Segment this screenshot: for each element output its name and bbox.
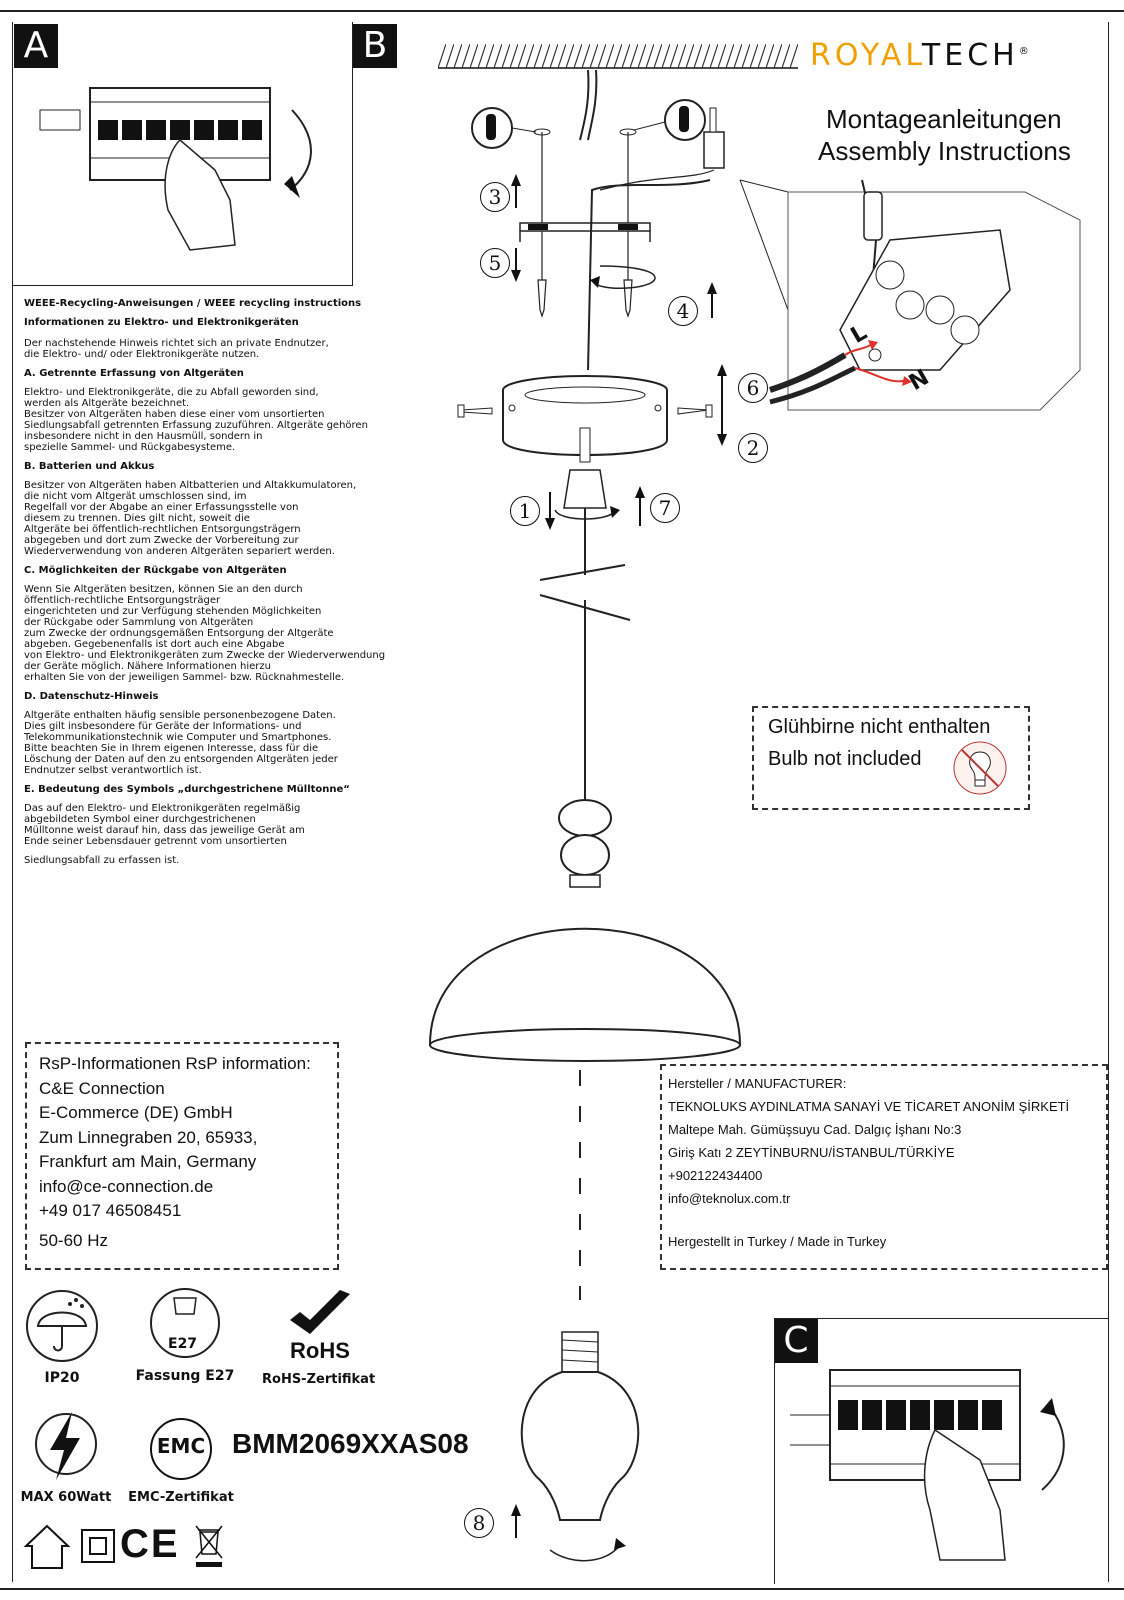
- rsp-info-box: RsP-Informationen RsP information: C&E C…: [25, 1042, 339, 1270]
- step-4: 4: [668, 296, 698, 326]
- rohs-label: RoHS-Zertifikat: [262, 1372, 376, 1387]
- weee-section-title: D. Datenschutz-Hinweis: [24, 691, 159, 702]
- manufacturer-heading: Hersteller / MANUFACTURER:: [668, 1076, 847, 1091]
- rsp-line: info@ce-connection.de: [39, 1176, 214, 1196]
- power-label: MAX 60Watt: [20, 1490, 112, 1505]
- step-2: 2: [738, 433, 768, 463]
- rsp-line: +49 017 46508451: [39, 1201, 182, 1220]
- emc-label: EMC-Zertifikat: [128, 1490, 234, 1505]
- rsp-line: Zum Linnegraben 20, 65933,: [39, 1127, 258, 1147]
- brand-logo-royal: ROYAL: [810, 38, 922, 73]
- step-7: 7: [650, 493, 680, 523]
- weee-section-title: A. Getrennte Erfassung von Altgeräten: [24, 368, 244, 379]
- no-bulb-icon: [953, 741, 1007, 795]
- wiring-detail-illustration: [739, 179, 1081, 411]
- double-insulation-icon: [81, 1529, 115, 1563]
- ce-mark: CE: [120, 1522, 180, 1566]
- rohs-mark: RoHS: [290, 1338, 350, 1363]
- step-5: 5: [480, 248, 510, 278]
- rsp-line: C&E Connection: [39, 1078, 165, 1098]
- manufacturer-box: Hersteller / MANUFACTURER: TEKNOLUKS AYD…: [660, 1064, 1108, 1270]
- weee-instructions: WEEE-Recycling-Anweisungen / WEEE recycl…: [24, 298, 444, 874]
- panel-a-bottom: [12, 285, 352, 286]
- weee-section-body: Besitzer von Altgeräten haben Altbatteri…: [24, 480, 357, 557]
- manufacturer-line: Maltepe Mah. Gümüşsuyu Cad. Dalgıç İşhan…: [668, 1122, 962, 1137]
- step-3: 3: [480, 182, 510, 212]
- e27-label: Fassung E27: [135, 1368, 235, 1384]
- weee-heading: WEEE-Recycling-Anweisungen / WEEE recycl…: [24, 298, 362, 309]
- title-en: Assembly Instructions: [818, 136, 1071, 166]
- brand-logo-registered: ®: [1018, 46, 1029, 57]
- power-bolt-icon: [35, 1412, 97, 1480]
- ceiling-hatch: [438, 44, 798, 69]
- step-6: 6: [738, 373, 768, 403]
- weee-section-body: Wenn Sie Altgeräten besitzen, können Sie…: [24, 584, 386, 683]
- weee-section-title: C. Möglichkeiten der Rückgabe von Altger…: [24, 565, 287, 576]
- manufacturer-line: info@teknolux.com.tr: [668, 1191, 791, 1206]
- ip20-label: IP20: [44, 1370, 80, 1386]
- e27-icon-text: E27: [168, 1336, 198, 1352]
- weee-section-body: Elektro- und Elektronikgeräte, die zu Ab…: [24, 387, 368, 453]
- weee-section-body: Altgeräte enthalten häufig sensible pers…: [24, 710, 338, 776]
- panel-a-right: [352, 22, 353, 286]
- right-border: [1108, 22, 1109, 1582]
- bulb-note-box: Glühbirne nicht enthalten Bulb not inclu…: [752, 706, 1030, 810]
- rsp-heading: RsP-Informationen RsP information:: [39, 1054, 311, 1073]
- step-8: 8: [464, 1508, 494, 1538]
- panel-b-label: B: [353, 24, 397, 68]
- top-rule: [0, 10, 1124, 12]
- weee-subheading: Informationen zu Elektro- und Elektronik…: [24, 317, 299, 328]
- ip20-umbrella-icon: [26, 1290, 98, 1362]
- title-de: Montageanleitungen: [826, 104, 1062, 134]
- panel-c-top: [774, 1318, 1108, 1319]
- weee-section-body: Das auf den Elektro- und Elektronikgerät…: [24, 803, 305, 847]
- pendant-assembly-diagram: [428, 69, 742, 1562]
- rsp-line: 50-60 Hz: [39, 1230, 108, 1250]
- indoor-house-icon: [23, 1524, 71, 1569]
- crossed-bin-icon: [195, 1525, 223, 1567]
- manufacturer-line: TEKNOLUKS AYDINLATMA SANAYİ VE TİCARET A…: [668, 1099, 1070, 1114]
- rohs-checkmark-icon: [290, 1290, 350, 1334]
- breaker-on-illustration: [790, 1369, 1065, 1561]
- weee-section-title: E. Bedeutung des Symbols „durchgestriche…: [24, 784, 350, 795]
- bottom-rule: [0, 1588, 1124, 1590]
- e27-socket-icon: [150, 1288, 220, 1358]
- step-1: 1: [510, 496, 540, 526]
- brand-logo-tech: TECH: [921, 38, 1019, 73]
- manufacturer-line: +902122434400: [668, 1168, 763, 1183]
- panel-a-label: A: [14, 24, 58, 68]
- weee-section-title: B. Batterien und Akkus: [24, 461, 155, 472]
- bulb-note-de: Glühbirne nicht enthalten: [768, 716, 991, 738]
- manufacturer-made-in: Hergestellt in Turkey / Made in Turkey: [668, 1234, 887, 1249]
- bulb-note-en: Bulb not included: [768, 748, 922, 770]
- weee-intro: Der nachstehende Hinweis richtet sich an…: [24, 338, 329, 360]
- rsp-line: Frankfurt am Main, Germany: [39, 1152, 257, 1171]
- model-number: BMM2069XXAS08: [232, 1428, 469, 1459]
- manufacturer-line: Giriş Katı 2 ZEYTİNBURNU/İSTANBUL/TÜRKİY…: [668, 1145, 955, 1160]
- weee-closing: Siedlungsabfall zu erfassen ist.: [24, 855, 180, 866]
- emc-icon: [150, 1418, 212, 1480]
- left-border: [12, 22, 13, 1582]
- panel-c-left: [774, 1318, 775, 1584]
- breaker-off-illustration: [39, 87, 312, 251]
- emc-icon-text: EMC: [156, 1434, 206, 1458]
- brand-logo: ROYALTECH®: [810, 38, 1029, 73]
- panel-c-label: C: [774, 1319, 818, 1363]
- rsp-line: E-Commerce (DE) GmbH: [39, 1103, 233, 1122]
